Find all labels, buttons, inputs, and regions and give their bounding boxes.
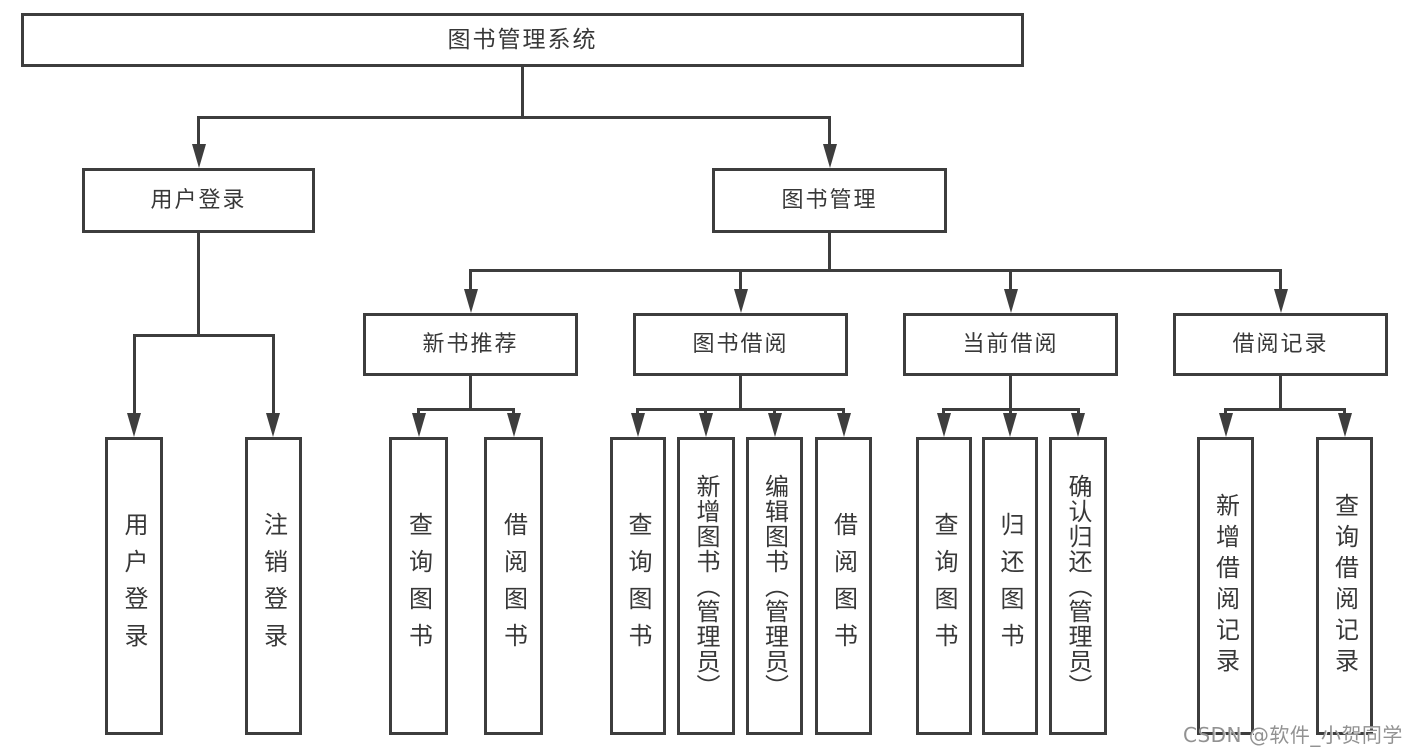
leaf-borrow-books-2: 借阅图书 [815,437,872,735]
node-borrow-records: 借阅记录 [1173,313,1388,376]
arrowhead-icon [266,413,280,437]
connector-drop [512,408,515,416]
connector-drop-book-mgmt [828,116,831,144]
leaf-query-borrow-record: 查询借阅记录 [1316,437,1373,735]
leaf-query-books-2: 查询图书 [610,437,666,735]
arrowhead-icon [127,413,141,437]
connector-borrowrecords-stem [1279,376,1282,411]
connector-drop [272,334,275,413]
leaf-user-login: 用户登录 [105,437,163,735]
connector-currentborrow-stem [1009,376,1012,411]
leaf-query-books-1: 查询图书 [389,437,448,735]
connector-drop [1009,269,1012,289]
connector-root-stem [521,67,524,118]
connector-drop-user-login [197,116,200,144]
leaf-add-borrow-record: 新增借阅记录 [1197,437,1254,735]
leaf-add-books-admin: 新增图书（管理员） [677,437,735,735]
node-current-borrow: 当前借阅 [903,313,1118,376]
connector-userlogin-stem [197,233,200,336]
arrowhead-icon [631,413,645,437]
leaf-query-books-3: 查询图书 [916,437,972,735]
connector-root-bar [197,116,831,119]
connector-drop [739,269,742,289]
connector-newbook-stem [469,376,472,411]
connector-userlogin-bar [133,334,275,337]
arrowhead-icon [699,413,713,437]
arrowhead-icon [937,413,951,437]
node-book-borrow: 图书借阅 [633,313,848,376]
connector-bookmgmt-bar [469,269,1282,272]
leaf-edit-books-admin: 编辑图书（管理员） [746,437,803,735]
connector-bookborrow-stem [739,376,742,411]
connector-drop [773,408,776,416]
connector-bookborrow-bar [636,408,845,411]
connector-drop [1343,408,1346,416]
connector-drop [842,408,845,416]
arrowhead-icon [734,289,748,313]
leaf-confirm-return-admin: 确认归还（管理员） [1049,437,1107,735]
arrowhead-icon [1004,289,1018,313]
connector-drop [704,408,707,416]
node-new-book-recommend: 新书推荐 [363,313,578,376]
node-root-system: 图书管理系统 [21,13,1024,67]
leaf-borrow-books-1: 借阅图书 [484,437,543,735]
connector-drop [1279,269,1282,289]
arrowhead-icon [192,144,206,168]
arrowhead-icon [1071,413,1085,437]
arrowhead-icon [412,413,426,437]
leaf-logout: 注销登录 [245,437,302,735]
connector-drop [417,408,420,416]
arrowhead-icon [768,413,782,437]
connector-drop [942,408,945,416]
arrowhead-icon [823,144,837,168]
arrowhead-icon [1219,413,1233,437]
leaf-return-books: 归还图书 [982,437,1038,735]
arrowhead-icon [464,289,478,313]
connector-drop [133,334,136,413]
arrowhead-icon [1003,413,1017,437]
connector-drop [1224,408,1227,416]
connector-drop [469,269,472,289]
node-user-login-branch: 用户登录 [82,168,315,233]
arrowhead-icon [1274,289,1288,313]
arrowhead-icon [1338,413,1352,437]
arrowhead-icon [837,413,851,437]
connector-newbook-bar [417,408,515,411]
arrowhead-icon [507,413,521,437]
connector-borrowrecords-bar [1224,408,1346,411]
connector-drop [1009,408,1012,416]
connector-drop [636,408,639,416]
connector-bookmgmt-stem [828,233,831,272]
csdn-watermark: CSDN @软件_小贺同学 [1183,723,1403,747]
connector-drop [1077,408,1080,416]
node-book-management-branch: 图书管理 [712,168,947,233]
